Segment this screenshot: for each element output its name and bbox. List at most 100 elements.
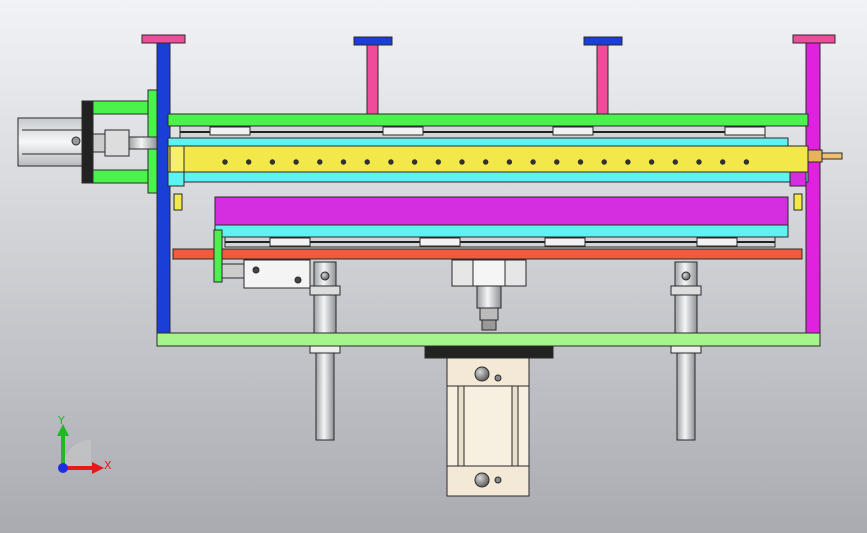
lift-block-center: [472, 259, 506, 287]
cylinder-port-top: [474, 366, 490, 382]
cylinder-port-bottom: [474, 472, 490, 488]
cyan-end-left: [167, 171, 185, 187]
beam-hole: [696, 159, 702, 165]
cylinder-head-bottom[interactable]: [446, 465, 530, 497]
base-plate[interactable]: [156, 332, 821, 347]
beam-hole: [530, 159, 536, 165]
lower-slider-1[interactable]: [269, 237, 311, 247]
beam-hole: [506, 159, 513, 165]
beam-hole: [317, 159, 323, 165]
post-left[interactable]: [156, 41, 171, 334]
cylinder-screw-top: [494, 374, 502, 382]
beam-hole: [293, 159, 299, 165]
violet-end-right: [789, 171, 807, 187]
yellow-beam[interactable]: [167, 145, 809, 173]
lift-rod[interactable]: [476, 285, 502, 309]
guide-bushing-left[interactable]: [313, 261, 337, 334]
drive-shaft[interactable]: [128, 136, 158, 150]
lift-nut: [479, 307, 499, 321]
beam-hole: [648, 159, 655, 165]
top-rail[interactable]: [167, 113, 809, 127]
bushing-ring-left: [309, 285, 341, 296]
cylinder-tie-rod-right: [511, 385, 519, 467]
beam-hole: [269, 159, 276, 165]
guide-rod-left-lower[interactable]: [315, 345, 335, 441]
motor-mount-plate[interactable]: [81, 100, 94, 184]
beam-hole: [340, 159, 347, 165]
beam-hole: [720, 159, 726, 165]
cylinder-head-top[interactable]: [446, 357, 530, 387]
beam-hole: [601, 159, 607, 165]
beam-hole: [364, 159, 370, 165]
guide-bushing-right[interactable]: [674, 261, 698, 334]
beam-shaft-right[interactable]: [807, 149, 823, 163]
bracket-top[interactable]: [92, 100, 151, 115]
beam-hole: [388, 159, 394, 165]
top-slider-4[interactable]: [724, 126, 766, 136]
beam-hole: [672, 159, 678, 165]
y-axis-head: [57, 424, 69, 436]
post-cap-left[interactable]: [141, 34, 186, 44]
rod-collar-right: [670, 345, 702, 354]
beam-hole: [625, 159, 631, 165]
cylinder-flange[interactable]: [424, 345, 554, 359]
x-axis-head: [92, 462, 104, 474]
violet-tray[interactable]: [214, 196, 789, 226]
beam-hole: [222, 159, 228, 165]
beam-hole: [577, 159, 584, 165]
cylinder-screw-bottom: [494, 476, 502, 484]
beam-end-left: [169, 145, 185, 173]
sensor-left[interactable]: [173, 193, 183, 211]
link-fitting[interactable]: [221, 263, 245, 279]
tray-cyan-base[interactable]: [214, 224, 789, 238]
top-slider-1[interactable]: [209, 126, 251, 136]
bushing-bolt-left: [320, 271, 330, 281]
beam-hole: [459, 159, 465, 165]
top-cyan-strip[interactable]: [167, 137, 789, 147]
lower-slider-4[interactable]: [696, 237, 738, 247]
x-axis-label: X: [104, 459, 112, 472]
sensor-block-screw-1: [252, 266, 260, 274]
left-link-arm[interactable]: [213, 229, 223, 283]
bushing-ring-right: [670, 285, 702, 296]
sensor-block[interactable]: [243, 259, 311, 289]
lower-slider-3[interactable]: [544, 237, 586, 247]
coupling-body[interactable]: [104, 129, 130, 157]
cylinder-tie-rod-left: [457, 385, 465, 467]
beam-hole: [435, 159, 441, 165]
beam-hole-row: [222, 159, 750, 165]
pin-left-shaft[interactable]: [366, 43, 379, 117]
beam-hole: [554, 159, 560, 165]
sensor-right[interactable]: [793, 193, 803, 211]
post-right[interactable]: [805, 41, 821, 334]
y-axis-label: Y: [57, 414, 65, 427]
lower-cyan-plate[interactable]: [167, 171, 809, 183]
bracket-bottom[interactable]: [92, 169, 151, 184]
guide-rod-right-lower[interactable]: [676, 345, 696, 441]
beam-hole: [483, 159, 489, 165]
assembly[interactable]: [17, 34, 843, 497]
lower-slider-2[interactable]: [419, 237, 461, 247]
pin-left-cap[interactable]: [353, 36, 393, 46]
bushing-bolt-right: [681, 271, 691, 281]
top-slider-3[interactable]: [552, 126, 594, 136]
rod-collar-left: [309, 345, 341, 354]
post-cap-right[interactable]: [792, 34, 836, 44]
triad-arc: [63, 440, 91, 468]
coupling-left[interactable]: [92, 133, 106, 153]
beam-hole: [743, 159, 750, 165]
beam-hole: [246, 159, 252, 165]
pin-right-shaft[interactable]: [596, 43, 609, 117]
coordinate-triad: Y X: [57, 414, 112, 474]
beam-hole: [411, 159, 418, 165]
red-plate[interactable]: [172, 248, 803, 260]
motor-bolt: [71, 136, 81, 146]
top-slider-2[interactable]: [382, 126, 424, 136]
pin-right-cap[interactable]: [583, 36, 623, 46]
z-axis-dot: [58, 463, 68, 473]
lift-tip: [481, 319, 497, 331]
sensor-block-screw-2: [294, 276, 302, 284]
